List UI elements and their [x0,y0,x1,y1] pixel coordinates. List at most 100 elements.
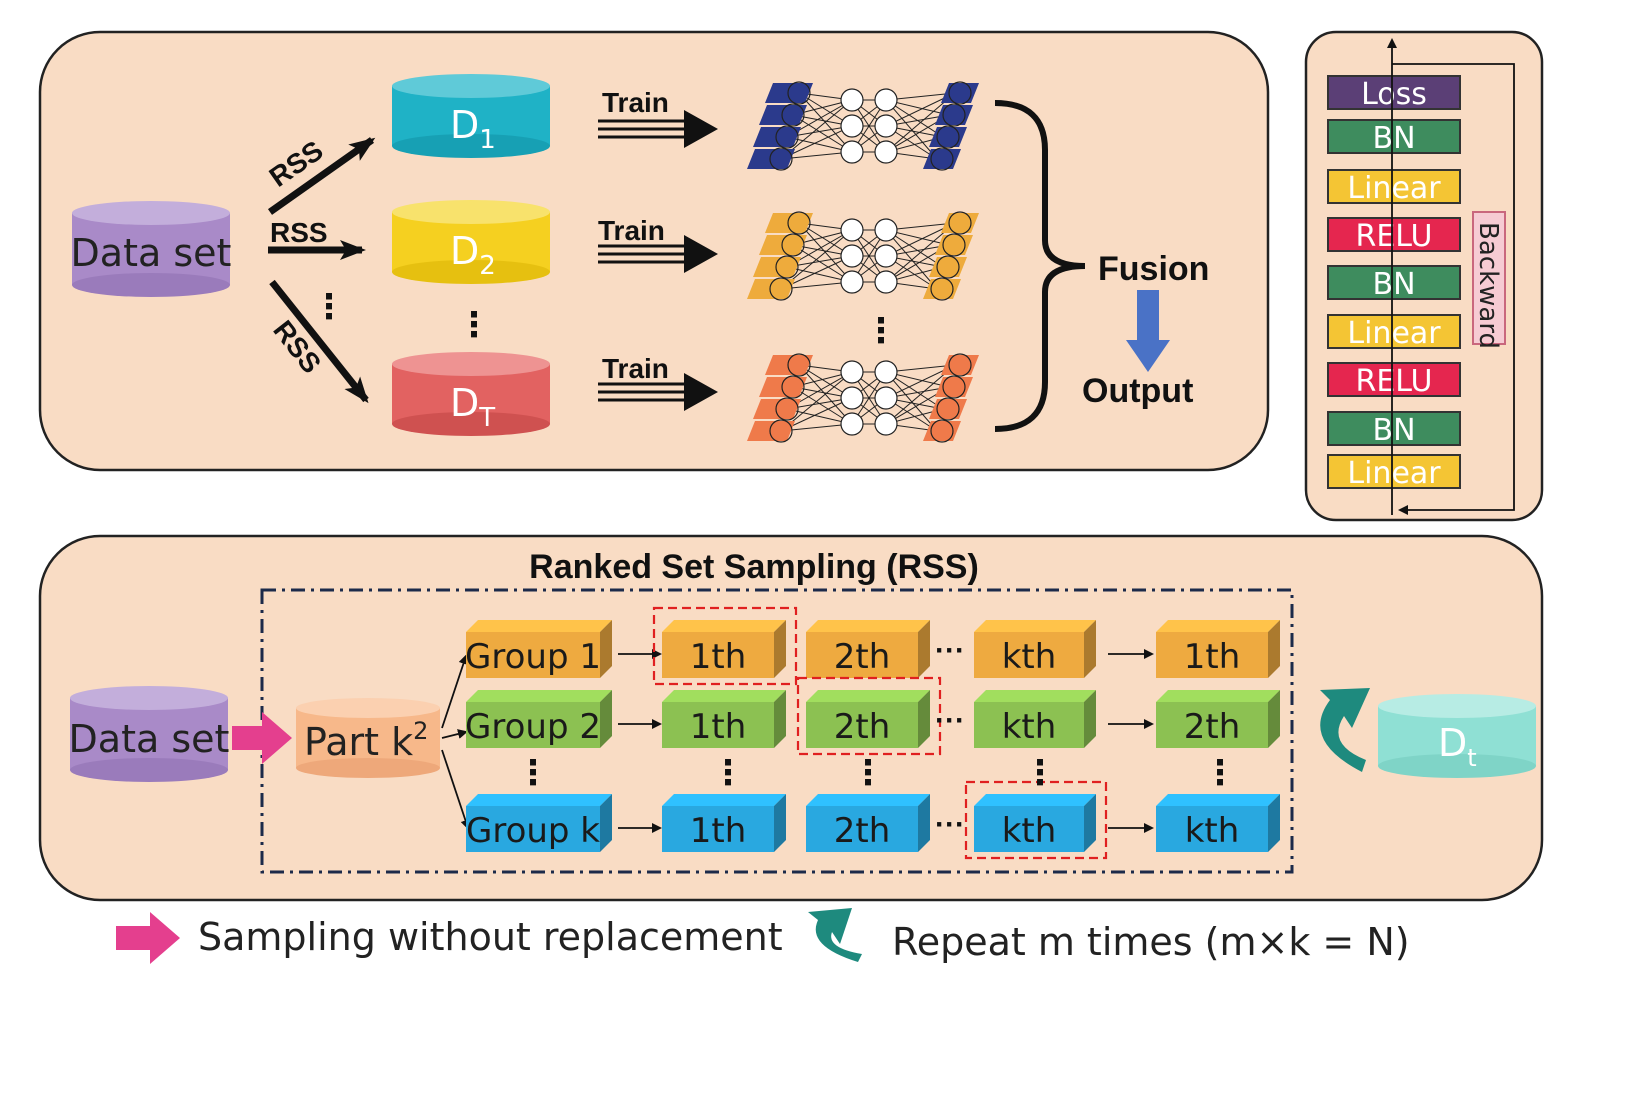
group-box-side [600,794,612,852]
network-node [769,419,793,443]
layer-linear-block [1327,169,1461,204]
horizontal-dots: ··· [935,704,965,737]
network-edge [780,423,853,432]
network-node [781,375,805,399]
backward-box [1472,211,1506,345]
network-3 [747,353,979,443]
group-box [466,632,600,678]
layer-label: BN [1372,267,1415,302]
train-arrow-3 [598,373,718,411]
dataset-label-top: Data set [71,231,232,275]
branch-arrow-2 [441,729,468,739]
network-edge [780,281,853,290]
fusion-label: Fusion [1098,250,1209,288]
group-box [466,702,600,748]
rank-box [806,702,918,748]
rank-box-label: 1th [690,811,747,851]
rank-box-top [974,690,1096,702]
legend-sampling-label: Sampling without replacement [198,915,783,959]
train-label-2: Train [598,215,665,246]
selected-rank-marker [964,780,1108,860]
network-node [874,270,898,294]
selected-output-box [1156,806,1268,852]
rank-box-label: 2th [834,811,891,851]
network-input-block [747,149,795,169]
network-1 [747,81,979,171]
rss-process-box [260,588,1294,874]
network-node [769,277,793,301]
group-box-top [466,620,612,632]
rank-box-top [806,620,930,632]
dataset-cylinder-bottom [70,686,228,782]
selected-output-box-top [1156,794,1280,806]
branch-arrow-3 [441,749,471,830]
train-label-3: Train [602,353,669,384]
selected-output-box-label: kth [1185,811,1240,851]
network-node [781,103,805,127]
subset-cylinder-2 [392,200,550,284]
layer-relu-block [1327,362,1461,397]
dataset-cylinder-top [72,201,230,297]
selected-output-box-side [1268,794,1280,852]
network-input-block [747,279,795,299]
network-input-block [753,127,801,147]
legend-repeat-arrow-icon [808,908,862,962]
train-label-1: Train [602,87,669,118]
rank-box-label: kth [1002,811,1057,851]
layer-bn-block [1327,265,1461,300]
network-node [769,147,793,171]
selected-output-box-label: 1th [1184,637,1241,677]
vertical-dots: ⋮ [711,754,745,792]
layer-label: Linear [1347,316,1441,351]
group-box-label: Group 2 [465,707,601,747]
rank-box-side [918,690,930,748]
selected-rank-marker [652,606,798,686]
network-input-block [759,235,807,255]
rank-box-side [774,690,786,748]
layer-label: Linear [1347,456,1441,491]
network-node [874,412,898,436]
layer-label: BN [1372,121,1415,156]
network-node [936,397,960,421]
network-node [840,244,864,268]
rank-box-label: 1th [690,707,747,747]
network-node [930,147,954,171]
network-node [775,255,799,279]
layer-loss-block [1327,75,1461,110]
subset-cylinder-3 [392,352,550,436]
repeat-arrow [1320,688,1370,772]
network-node [787,81,811,105]
network-edge [780,151,853,160]
network-input-block [765,83,813,103]
rank-box-side [1084,794,1096,852]
network-node [936,255,960,279]
rank-box-top [662,794,786,806]
network-edge [885,229,938,290]
rank-box-top [806,794,930,806]
backward-label: Backward [1473,222,1503,349]
network-node [874,360,898,384]
network-input-block [765,355,813,375]
network-node [874,114,898,138]
rank-box [974,632,1084,678]
vertical-dots-subsets: ⋮ [457,306,491,344]
network-node [840,412,864,436]
rank-box [662,806,774,852]
layer-linear-block [1327,314,1461,349]
layer-label: Loss [1361,77,1427,112]
rss-label-2: RSS [270,217,328,248]
rank-box-top [974,794,1096,806]
rank-box-side [918,620,930,678]
layer-bn-block [1327,411,1461,446]
rank-box-top [806,690,930,702]
selected-output-box-top [1156,690,1280,702]
network-edge [885,371,938,432]
fusion-brace [994,100,1086,432]
network-node [840,114,864,138]
dataset-label-bottom: Data set [69,717,230,761]
selected-output-box-side [1268,690,1280,748]
network-node [787,353,811,377]
network-input-block [759,105,807,125]
network-node [942,375,966,399]
